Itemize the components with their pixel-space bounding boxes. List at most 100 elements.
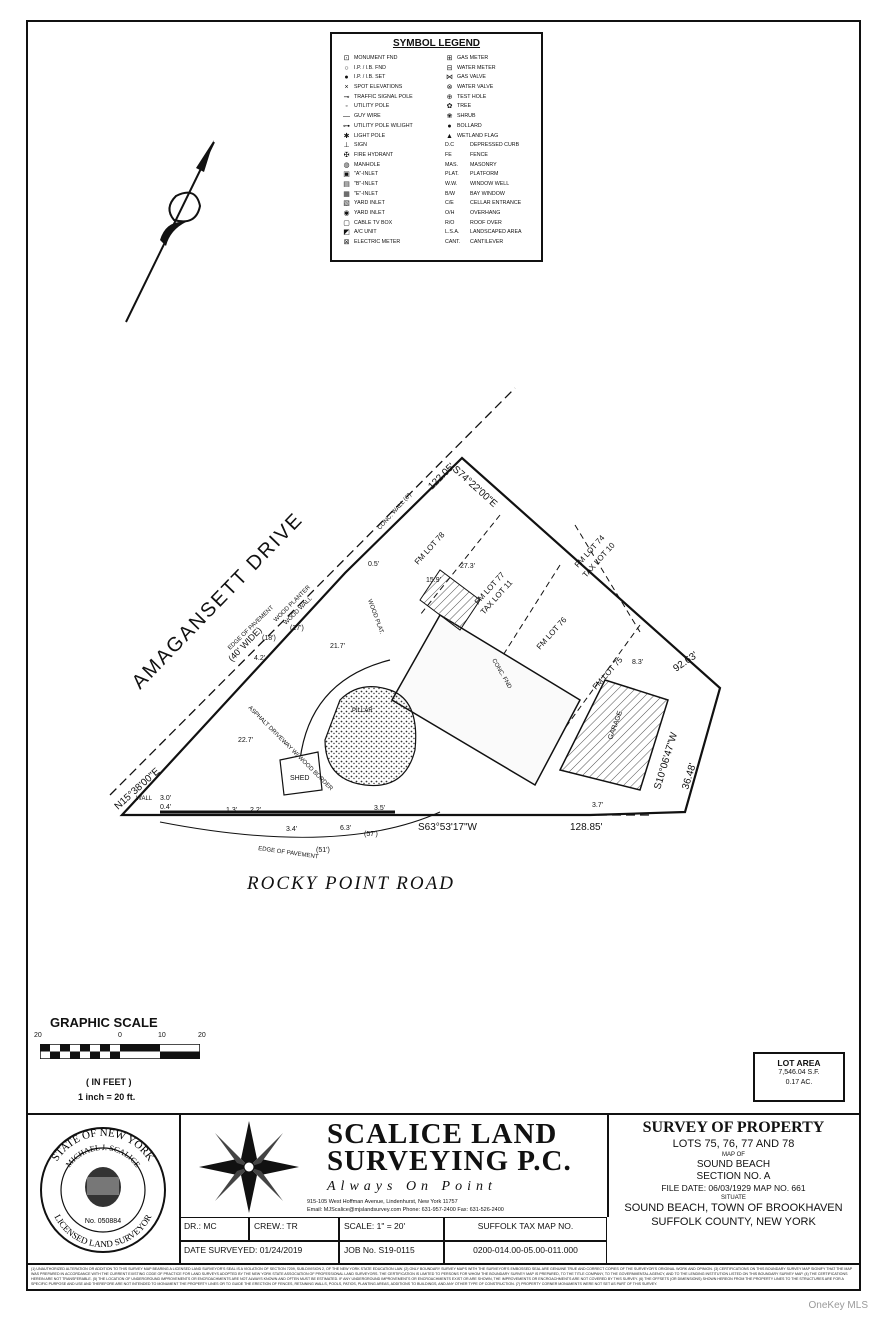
firm-tagline: Always On Point: [327, 1179, 497, 1194]
dim-57: (57'): [364, 831, 378, 838]
crew: CREW.: TR: [249, 1217, 339, 1241]
survey-file-date: FILE DATE: 06/03/1929 MAP NO. 661: [661, 1183, 806, 1193]
title-block: STATE OF NEW YORK MICHAEL J. SCALICE LIC…: [27, 1113, 860, 1265]
lot-area-box: LOT AREA 7,546.04 S.F. 0.17 AC.: [753, 1052, 845, 1102]
legend-abbr: C/E: [445, 200, 454, 207]
tax-map-label: SUFFOLK TAX MAP NO.: [444, 1217, 607, 1241]
legend-row: ▣"A"-INLET: [342, 170, 413, 180]
dim-0-5: 0.5': [368, 561, 379, 568]
legend-row: ✠FIRE HYDRANT: [342, 151, 413, 161]
scale-tick-label: 0: [118, 1032, 122, 1039]
legend-row: ●BOLLARD: [445, 122, 522, 132]
patio: [324, 686, 417, 787]
guy-wire-icon: —: [343, 113, 350, 121]
dim-15-9: 15.9': [426, 577, 441, 584]
legend-right-column: ⊞GAS METER⊟WATER METER⋈GAS VALVE⊗WATER V…: [445, 54, 522, 248]
water-valve-icon: ⊗: [446, 84, 453, 92]
legend-row: ▧YARD INLET: [342, 199, 413, 209]
electric-meter-icon: ⊠: [343, 239, 350, 247]
fire-hydrant-icon: ✠: [343, 151, 350, 159]
legend-label: PLATFORM: [470, 171, 499, 178]
legend-row: ⊠ ELECTRIC METER: [342, 238, 413, 248]
survey-title: SURVEY OF PROPERTY: [642, 1119, 825, 1136]
garage: [558, 679, 669, 791]
survey-county: SUFFOLK COUNTY, NEW YORK: [651, 1216, 816, 1228]
legend-label: YARD INLET: [354, 200, 385, 207]
legend-abbr: L.S.A.: [445, 229, 460, 236]
edge-of-pavement: [159, 811, 441, 838]
lot-line: [559, 624, 641, 736]
job-info-grid: DR.: MC CREW.: TR SCALE: 1" = 20' SUFFOL…: [179, 1217, 607, 1265]
legend-row: ●I.P. / I.B. SET: [342, 73, 413, 83]
bearing-s74: S74°22'00"E: [450, 464, 499, 510]
date-surveyed: DATE SURVEYED: 01/24/2019: [179, 1241, 339, 1265]
state-crest-icon: [85, 1167, 121, 1207]
legend-row: ◩A/C UNIT: [342, 228, 413, 238]
sign-icon: ⊥: [343, 142, 350, 150]
legend-label: "E"-INLET: [354, 190, 379, 197]
survey-map-of: MAP OF: [722, 1152, 745, 1158]
legend-row: ⊗WATER VALVE: [445, 83, 522, 93]
legend-label: WATER METER: [457, 64, 496, 71]
bearing-s63: S63°53'17"W: [418, 822, 477, 833]
tax-map-number: 0200-014.00-05.00-011.000: [444, 1241, 607, 1265]
utility-pole-light-icon: ⊶: [343, 122, 350, 130]
shed-label: SHED: [290, 775, 309, 782]
legend-row: ▲WETLAND FLAG: [445, 132, 522, 142]
graphic-scale-bar: [40, 1044, 200, 1059]
legend-row: ⊡MONUMENT FND: [342, 54, 413, 64]
legend-label: SIGN: [354, 142, 367, 149]
legend-row: L.S.A.LANDSCAPED AREA: [445, 228, 522, 238]
seal-license: No. 050884: [85, 1218, 121, 1225]
dim-3-0: 3.0': [160, 795, 171, 802]
legend-label: ROOF OVER: [470, 219, 502, 226]
legend-row: ▤"B"-INLET: [342, 180, 413, 190]
compass-logo-icon: [199, 1121, 299, 1213]
legend-label: MONUMENT FND: [354, 55, 398, 61]
symbol-legend: SYMBOL LEGEND ⊡MONUMENT FND○I.P. / I.B. …: [330, 32, 543, 262]
legend-label: TRAFFIC SIGNAL POLE: [354, 93, 413, 100]
legend-label: GUY WIRE: [354, 113, 381, 120]
dim-2-2: 2.2': [250, 807, 261, 814]
firm-name: SCALICE LAND SURVEYING P.C.: [327, 1120, 572, 1176]
e-inlet-icon: ▦: [343, 190, 350, 198]
legend-label: GAS METER: [457, 55, 489, 61]
spot-elevation-icon: ×: [344, 84, 349, 92]
legend-abbr: B/W: [445, 190, 456, 197]
firm-address: 915-105 West Hoffman Avenue, Lindenhurst…: [307, 1199, 458, 1205]
dim-18: (18'): [262, 635, 276, 642]
gas-valve-icon: ⋈: [446, 74, 453, 82]
legend-abbr: FE: [445, 151, 452, 158]
legend-label: I.P. / I.B. FND: [354, 64, 386, 71]
legend-label: DEPRESSED CURB: [470, 142, 520, 149]
legend-row: ◉YARD INLET: [342, 209, 413, 219]
lot-line: [574, 524, 641, 633]
legend-label: BOLLARD: [457, 122, 482, 129]
legend-row: ⊟WATER METER: [445, 64, 522, 74]
legend-abbr: R/O: [445, 219, 455, 226]
property-boundary: [119, 456, 722, 817]
legend-label: YARD INLET: [354, 210, 385, 216]
legend-label: SPOT ELEVATIONS: [354, 84, 403, 91]
legend-label: "B"-INLET: [354, 180, 379, 187]
legend-label: TREE: [457, 103, 472, 110]
legend-row: ▢CABLE TV BOX: [342, 219, 413, 229]
iron-pipe-set-icon: ●: [344, 74, 349, 82]
lot-76-label: FM LOT 76: [535, 615, 569, 651]
porch: [419, 569, 481, 631]
ac-unit-icon: ◩: [343, 229, 350, 237]
driveway-edge: [299, 659, 391, 761]
legend-label: ELECTRIC METER: [354, 239, 401, 246]
surveyor-seal: STATE OF NEW YORK MICHAEL J. SCALICE LIC…: [27, 1115, 181, 1265]
legend-left-column: ⊡MONUMENT FND○I.P. / I.B. FND●I.P. / I.B…: [342, 54, 413, 248]
scale-title: GRAPHIC SCALE: [50, 1015, 158, 1030]
shrub-icon: ❀: [446, 113, 453, 121]
svg-text:MICHAEL J. SCALICE: MICHAEL J. SCALICE: [64, 1143, 142, 1169]
legend-row: ○I.P. / I.B. FND: [342, 64, 413, 74]
survey-situate: SITUATE: [721, 1195, 746, 1201]
survey-subdivision: SOUND BEACH: [696, 1159, 771, 1170]
street-centerline: [109, 387, 516, 796]
